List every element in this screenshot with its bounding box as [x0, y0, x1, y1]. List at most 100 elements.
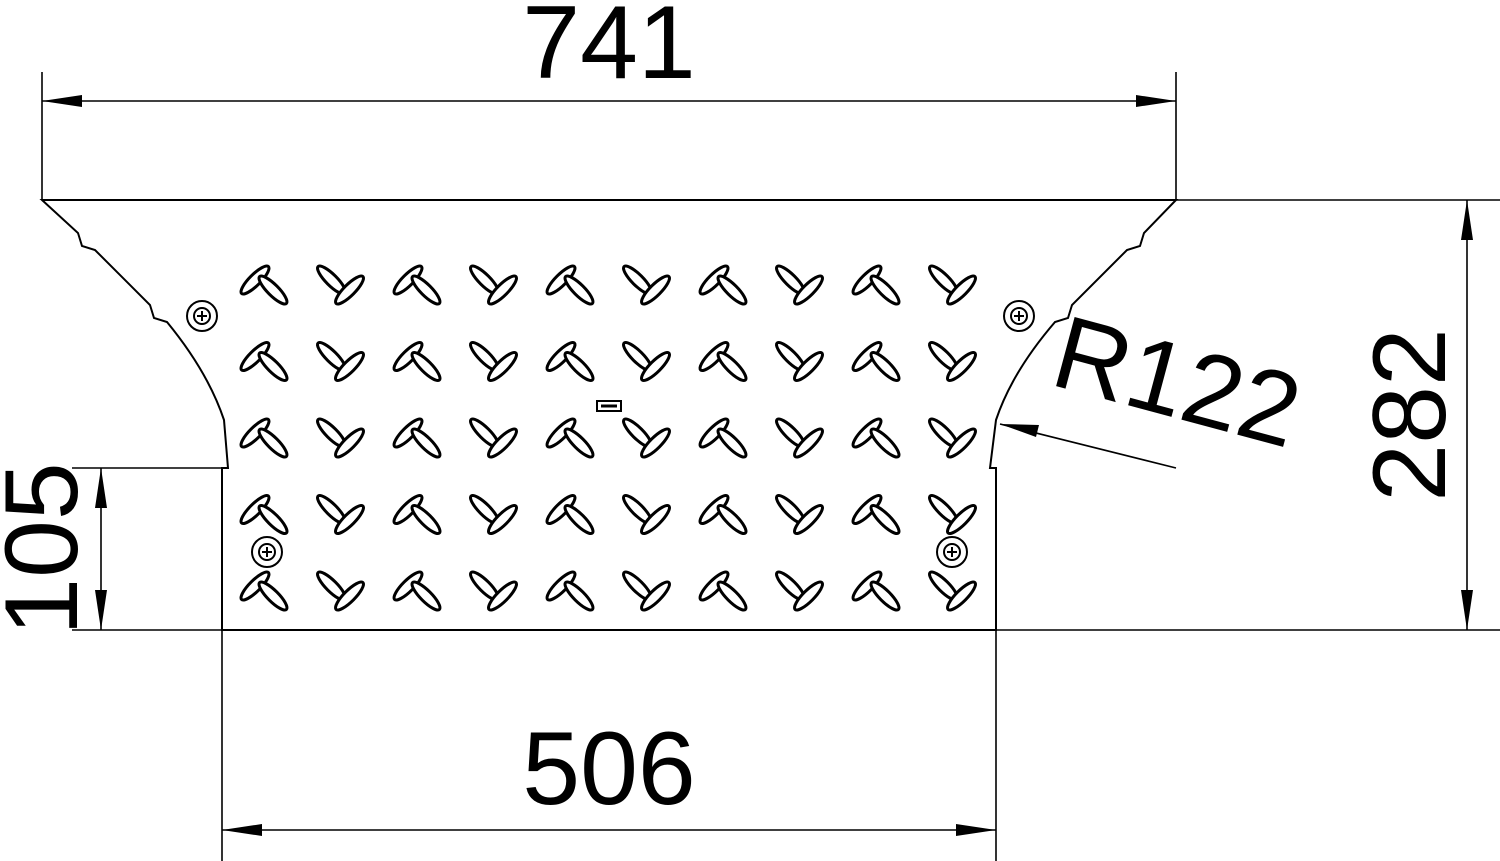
tread-boss [239, 341, 271, 372]
tread-boss-pair [851, 417, 901, 459]
tread-boss [563, 504, 595, 535]
tread-boss-pair [545, 264, 595, 306]
dimension-top-width: 741 [41, 0, 1177, 200]
tread-boss [851, 494, 883, 525]
tread-boss [869, 427, 901, 459]
tread-boss-pair [392, 494, 442, 535]
tread-boss-pair [698, 341, 748, 382]
tread-boss [698, 494, 730, 525]
tread-boss-pair [622, 570, 671, 612]
tread-boss [716, 427, 748, 459]
tread-boss-pair [928, 417, 977, 459]
arrowhead [42, 95, 82, 107]
tread-boss-pair [316, 417, 365, 459]
tread-boss [545, 494, 577, 525]
arrowhead [222, 824, 262, 836]
tread-boss-pair [775, 264, 824, 306]
tread-boss [239, 494, 271, 525]
screw-icon [186, 300, 218, 332]
screw-group [186, 300, 1035, 568]
dimension-total-height: 282 [996, 199, 1500, 631]
arrowhead [95, 590, 107, 630]
screw-icon [936, 536, 968, 568]
screw-icon [1003, 300, 1035, 332]
tread-boss [946, 274, 977, 306]
tread-boss [545, 264, 577, 296]
tread-boss-pair [851, 494, 901, 535]
tread-boss-pair [851, 341, 901, 382]
tread-boss [793, 504, 824, 535]
tread-boss-pair [392, 417, 442, 459]
tread-boss-pair [545, 570, 595, 612]
tread-boss [869, 504, 901, 535]
tread-boss-pair [698, 494, 748, 535]
tread-boss [716, 580, 748, 612]
tread-boss [851, 570, 883, 602]
tread-boss [334, 274, 365, 306]
tread-boss [410, 580, 442, 612]
tread-boss [869, 274, 901, 306]
tread-boss-pair [239, 494, 289, 535]
tread-boss [946, 427, 977, 459]
tread-boss [793, 580, 824, 612]
tread-boss [392, 417, 424, 449]
cover-plate-outline [39, 199, 1179, 631]
tread-boss [793, 274, 824, 306]
tread-boss [698, 417, 730, 449]
tread-boss [257, 351, 289, 382]
arrowhead [1461, 200, 1473, 240]
tread-pattern [239, 264, 977, 612]
dimension-label-bottom-width: 506 [522, 711, 696, 827]
tread-boss-pair [851, 570, 901, 612]
arrowhead [95, 468, 107, 508]
tread-boss [392, 570, 424, 602]
tread-boss [793, 427, 824, 459]
tread-boss-pair [239, 341, 289, 382]
tread-boss-pair [316, 264, 365, 306]
tread-boss [793, 351, 824, 382]
tread-boss-pair [775, 341, 824, 382]
tread-boss-pair [622, 494, 671, 535]
tread-boss [410, 274, 442, 306]
tread-boss [851, 264, 883, 296]
tread-boss [563, 580, 595, 612]
dimension-side-height: 105 [0, 462, 222, 636]
tread-boss [545, 570, 577, 602]
dimension-label-top-width: 741 [522, 0, 696, 101]
tread-boss [716, 351, 748, 382]
tread-boss [698, 264, 730, 296]
tread-boss [640, 504, 671, 535]
tread-boss [640, 274, 671, 306]
arrowhead [1000, 424, 1039, 437]
screw-icon [251, 536, 283, 568]
tread-boss-pair [545, 417, 595, 459]
tread-boss [334, 580, 365, 612]
arrowhead [1136, 95, 1176, 107]
tread-boss [392, 264, 424, 296]
tread-boss-pair [469, 417, 518, 459]
tread-boss [487, 427, 518, 459]
tread-boss-pair [928, 264, 977, 306]
tread-boss [698, 570, 730, 602]
tread-boss-pair [239, 417, 289, 459]
tread-boss-pair [239, 264, 289, 306]
tread-boss [239, 264, 271, 296]
tread-boss [257, 274, 289, 306]
tread-boss [257, 427, 289, 459]
tread-boss [410, 427, 442, 459]
tread-boss [410, 504, 442, 535]
tread-boss [487, 274, 518, 306]
tread-boss [239, 417, 271, 449]
tread-boss [869, 580, 901, 612]
tread-boss-pair [545, 494, 595, 535]
tread-boss-pair [316, 570, 365, 612]
tread-boss [946, 351, 977, 382]
tread-boss-pair [316, 494, 365, 535]
tread-boss-pair [469, 341, 518, 382]
tread-boss [487, 580, 518, 612]
tread-boss [851, 341, 883, 372]
dimension-label-total-height: 282 [1352, 328, 1468, 502]
tread-boss-pair [928, 570, 977, 612]
tread-boss [946, 580, 977, 612]
tread-boss [239, 570, 271, 602]
